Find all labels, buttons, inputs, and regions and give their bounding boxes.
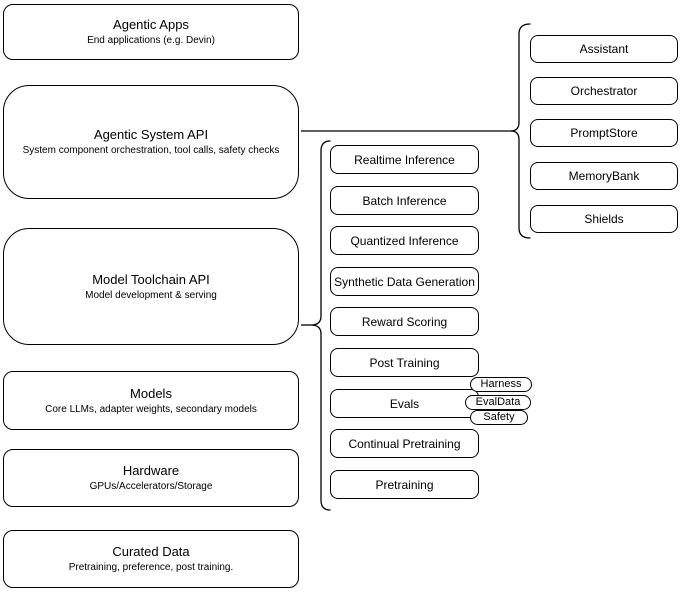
node-title: Models (130, 385, 172, 401)
node-realtime-inference: Realtime Inference (330, 145, 479, 174)
node-curated-data: Curated Data Pretraining, preference, po… (3, 530, 299, 588)
tag-harness: Harness (470, 377, 532, 392)
node-title: Model Toolchain API (92, 271, 210, 287)
brace-system-group (510, 23, 531, 239)
node-models: Models Core LLMs, adapter weights, secon… (3, 371, 299, 430)
node-reward-scoring: Reward Scoring (330, 307, 479, 336)
node-orchestrator: Orchestrator (530, 77, 678, 105)
brace-toolchain-group (310, 140, 331, 511)
node-memorybank: MemoryBank (530, 162, 678, 190)
node-subtitle: Model development & serving (85, 289, 217, 301)
node-hardware: Hardware GPUs/Accelerators/Storage (3, 449, 299, 507)
node-title: Agentic Apps (113, 17, 189, 32)
node-evals: Evals (330, 389, 479, 418)
tag-evaldata: EvalData (465, 395, 531, 410)
node-subtitle: System component orchestration, tool cal… (22, 145, 280, 156)
node-assistant: Assistant (530, 35, 678, 63)
node-title: Hardware (122, 463, 180, 478)
node-synthetic-data-generation: Synthetic Data Generation (330, 267, 479, 296)
node-subtitle: GPUs/Accelerators/Storage (89, 481, 213, 492)
node-batch-inference: Batch Inference (330, 186, 479, 215)
node-pretraining: Pretraining (330, 470, 479, 499)
node-promptstore: PromptStore (530, 119, 678, 147)
tag-safety: Safety (470, 410, 528, 425)
node-subtitle: Core LLMs, adapter weights, secondary mo… (45, 403, 257, 415)
node-title: Curated Data (112, 544, 190, 559)
node-agentic-system-api: Agentic System API System component orch… (3, 85, 299, 199)
node-quantized-inference: Quantized Inference (330, 226, 479, 255)
node-shields: Shields (530, 205, 678, 233)
node-title: Agentic System API (93, 127, 209, 142)
node-model-toolchain-api: Model Toolchain API Model development & … (3, 228, 299, 345)
node-continual-pretraining: Continual Pretraining (330, 429, 479, 458)
node-subtitle: Pretraining, preference, post training. (68, 562, 234, 573)
node-agentic-apps: Agentic Apps End applications (e.g. Devi… (3, 4, 299, 60)
node-subtitle: End applications (e.g. Devin) (87, 35, 215, 46)
node-post-training: Post Training (330, 348, 479, 377)
